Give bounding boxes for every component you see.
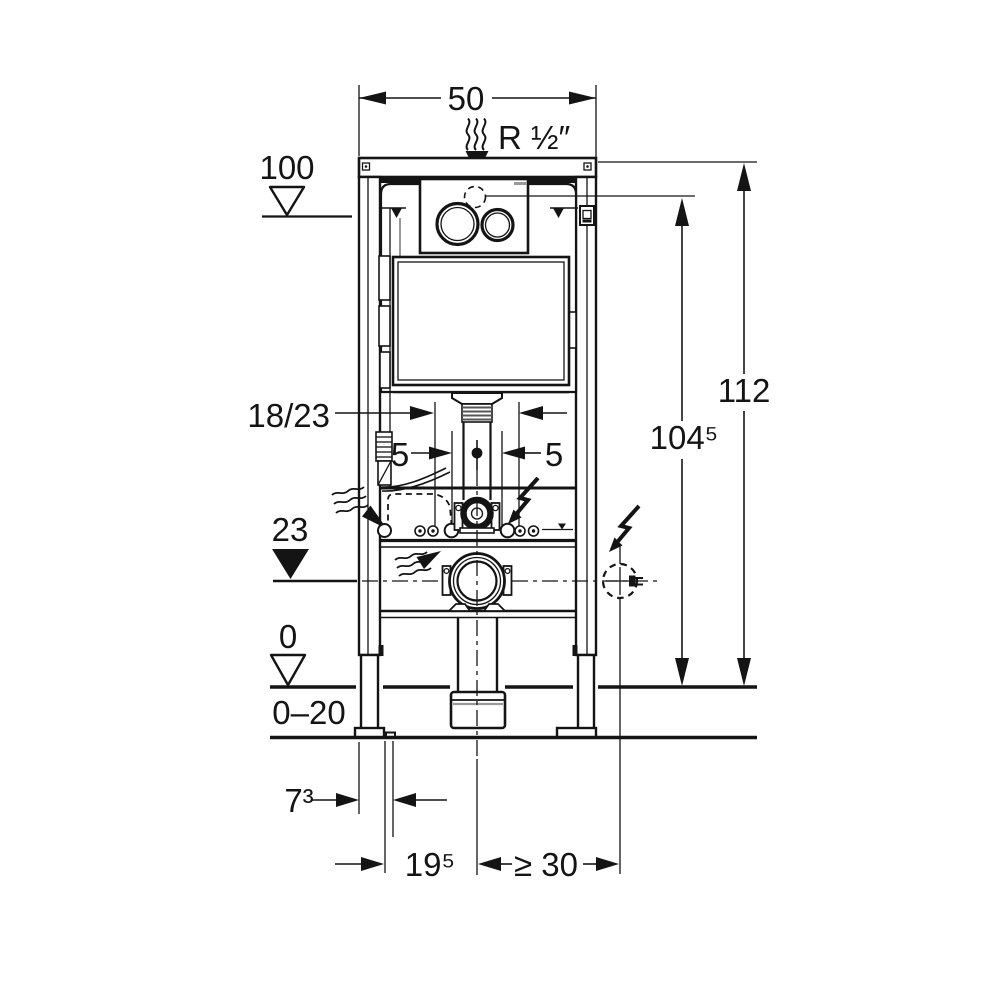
arrowhead-down (737, 658, 751, 686)
bend-foot (483, 603, 506, 612)
arrowhead-left (502, 446, 525, 460)
electrical-connection (601, 504, 643, 874)
arrowhead-down (675, 658, 689, 686)
dimension-total-height: 112 (598, 161, 771, 686)
level-marker-floor: 0 (269, 618, 757, 689)
rail-screw-icon (361, 162, 371, 171)
supply-hose-curve (381, 471, 451, 492)
drain-bend-icon (453, 496, 501, 534)
frame-left-leg (359, 653, 380, 731)
inspection-opening-inner (397, 261, 565, 381)
frame-right-leg (576, 653, 596, 731)
fixing-hole-pair (414, 525, 439, 537)
level-triangle-open-icon (268, 185, 306, 217)
fixing-hole-pair (514, 525, 540, 537)
leg-clamp-bolt (572, 645, 578, 656)
actuator-buttons-icon (435, 201, 515, 247)
offset-right-label: 5 (545, 436, 563, 473)
bracket-bolt (504, 567, 511, 575)
supply-duct-segment (378, 305, 391, 347)
fill-valve-thread (375, 431, 393, 462)
dimension-frame-depth: 7³ (284, 741, 447, 873)
inspection-opening (391, 255, 571, 387)
level-triangle-open-icon (269, 653, 307, 687)
frame-top-rail (357, 156, 598, 179)
socket-clearance-label: ≥ 30 (514, 846, 578, 883)
arrowhead-left (359, 91, 386, 105)
supply-thread-label: R ½″ (498, 119, 571, 156)
actuation-height-label: 104⁵ (650, 419, 719, 456)
water-level-icon (550, 207, 578, 218)
rail-screw-icon (583, 162, 592, 171)
floor-level-label: 0 (279, 618, 297, 655)
supply-duct-segment (379, 351, 391, 389)
frame-depth-label: 7³ (284, 782, 313, 819)
flush-flow-symbol (394, 551, 441, 577)
dimension-centre-offsets: 5 5 (391, 431, 563, 530)
leg-clamp-bolt (378, 645, 384, 656)
dimension-frame-width: 50 (358, 80, 597, 157)
offset-left-label: 5 (391, 436, 409, 473)
lightning-bolt-icon (506, 476, 540, 526)
drain-socket (449, 690, 507, 730)
arrowhead-left (519, 406, 543, 420)
floor-buildup-range: 0–20 (270, 694, 757, 740)
supply-arrow-icon (362, 505, 387, 529)
plug-icon (629, 575, 636, 587)
floor-buildup-label: 0–20 (272, 694, 345, 731)
level-marker-actuator: 100 (259, 149, 352, 218)
arrowhead-right (429, 446, 452, 460)
dimension-actuation-height: 104⁵ (486, 195, 719, 686)
protection-box-dashed (387, 493, 453, 532)
flow-arrow-icon (416, 551, 441, 569)
arrowhead-up (675, 198, 689, 226)
frame-width-label: 50 (448, 80, 485, 117)
flush-bend-socket-ribs (461, 403, 493, 423)
actuation-reference-dashed-circle (463, 185, 487, 209)
arrowhead-up (737, 163, 751, 191)
supply-duct-segment (378, 255, 391, 301)
dimension-outlet-setback: 19⁵ (335, 846, 455, 883)
water-level-icon (379, 207, 406, 218)
supply-hose-curve (381, 467, 447, 488)
threaded-rod-hole (499, 522, 516, 539)
arrowhead-right (569, 91, 596, 105)
outlet-level-label: 23 (272, 511, 309, 548)
arrowhead-right (596, 857, 619, 871)
arrowhead-right (361, 857, 384, 871)
arrowhead-left (393, 793, 416, 807)
level-triangle-filled-icon (272, 549, 309, 579)
arrowhead-right (410, 406, 434, 420)
bend-foot (448, 603, 471, 612)
fixing-row (331, 476, 573, 539)
flush-bend-socket-cap (451, 392, 503, 405)
service-label-icon (579, 205, 595, 226)
water-supply-squiggle-icon (465, 117, 487, 151)
actuator-level-label: 100 (259, 149, 314, 186)
centre-point-dot (471, 447, 483, 459)
dimension-socket-clearance: ≥ 30 (478, 846, 619, 883)
dimension-flush-pipe-offset: 18/23 (247, 397, 567, 531)
total-height-label: 112 (718, 372, 771, 409)
arrowhead-right (336, 793, 359, 807)
concealed-cistern (375, 177, 595, 500)
water-level-icon (558, 523, 566, 530)
mounting-frame (353, 156, 598, 739)
valve-detail-line (377, 460, 392, 486)
frame-right-rail (574, 175, 598, 657)
arrowhead-left (478, 857, 501, 871)
lightning-bolt-icon (607, 504, 641, 554)
bracket-bolt (443, 567, 450, 575)
frame-left-rail (357, 175, 382, 657)
supply-connection-point (377, 523, 392, 538)
outlet-setback-label: 19⁵ (405, 846, 455, 883)
brand-microlabel (514, 182, 527, 185)
flush-pipe-offset-label: 18/23 (247, 397, 330, 434)
water-supply-squiggle-icon (331, 486, 369, 514)
